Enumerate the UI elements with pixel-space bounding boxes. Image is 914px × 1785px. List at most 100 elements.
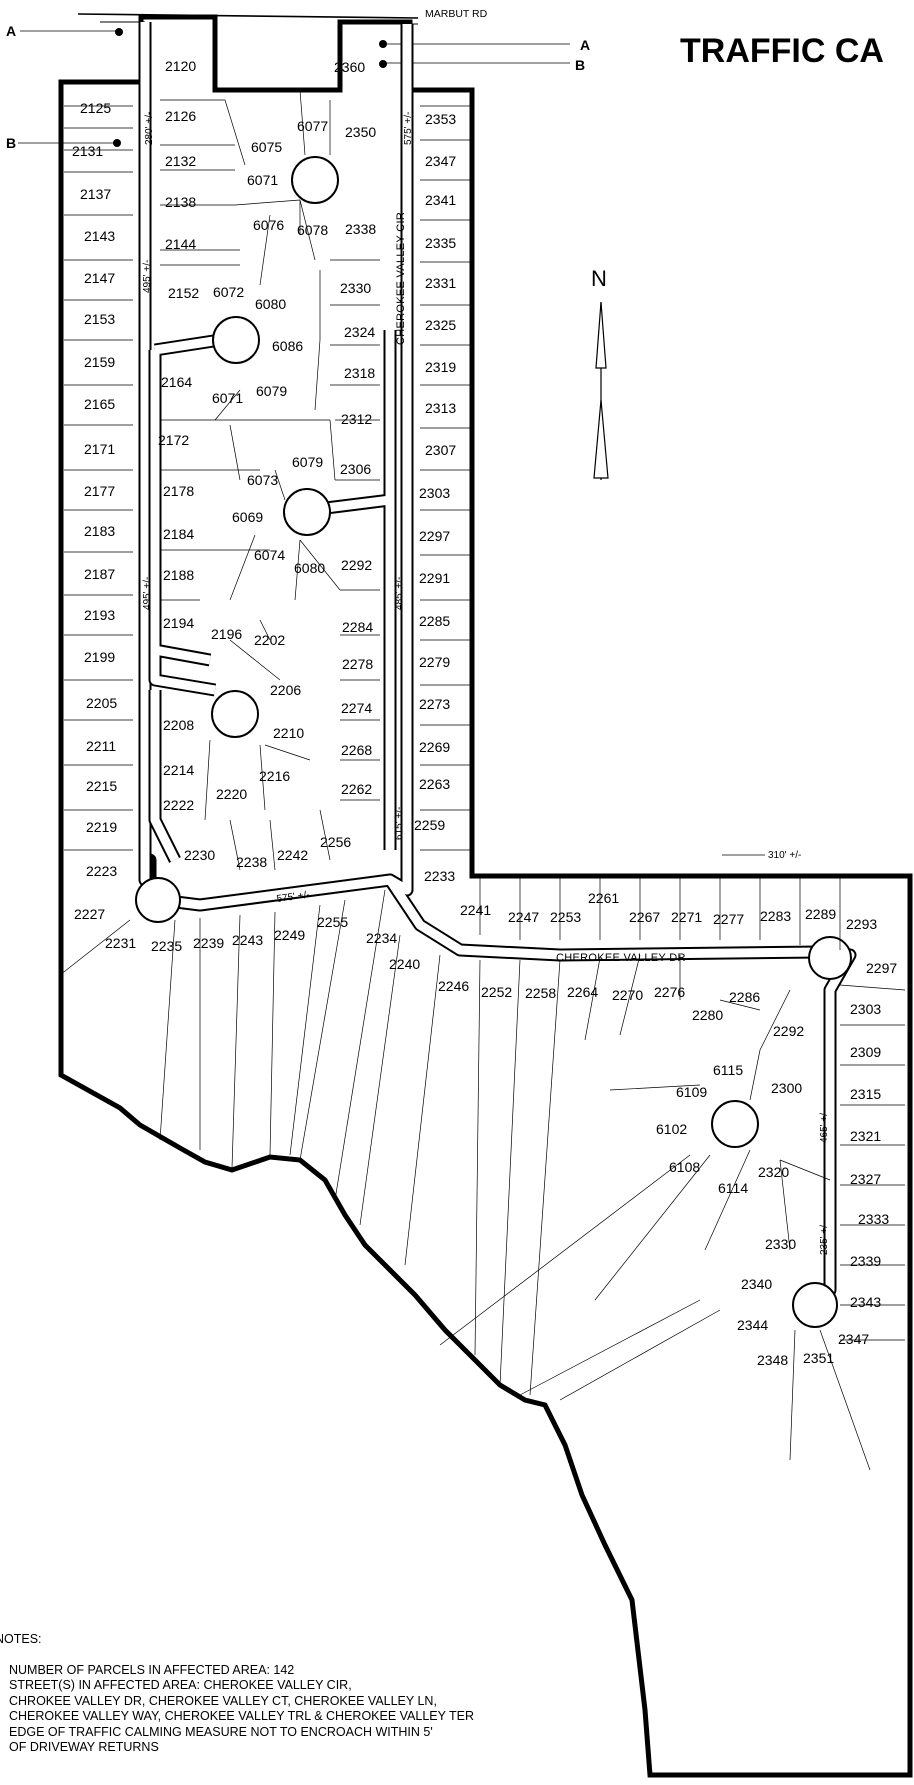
lot-number: 2183 [84, 523, 115, 539]
lot-labels-inner-east: 2360 2350 2338 2330 2324 2318 2312 2306 … [334, 59, 376, 797]
lot-number: 2277 [713, 911, 744, 927]
lot-number: 2164 [161, 374, 192, 390]
dimension-310: 310' +/- [768, 850, 801, 861]
lot-number: 2259 [414, 817, 445, 833]
note-line: STREET(S) IN AFFECTED AREA: CHEROKEE VAL… [9, 1678, 352, 1692]
lot-number: 2205 [86, 695, 117, 711]
note-line: CHEROKEE VALLEY WAY, CHEROKEE VALLEY TRL… [9, 1709, 474, 1723]
cul-de-sac-2344 [792, 1282, 838, 1328]
loop-road-inner [150, 330, 395, 863]
lot-number: 2238 [236, 854, 267, 870]
lot-number: 2268 [341, 742, 372, 758]
lot-number: 2292 [773, 1023, 804, 1039]
lot-number: 6078 [297, 222, 328, 238]
section-markers [18, 30, 570, 144]
notes-block: NOTES: NUMBER OF PARCELS IN AFFECTED ARE… [0, 1632, 640, 1756]
lot-number: 2303 [850, 1001, 881, 1017]
lot-number: 2137 [80, 186, 111, 202]
lot-number: 2280 [692, 1007, 723, 1023]
dimension-575-north: 575' +/- [403, 112, 414, 145]
note-line: NUMBER OF PARCELS IN AFFECTED AREA: 142 [9, 1662, 295, 1677]
lot-number: 2222 [163, 797, 194, 813]
lot-number: 6086 [272, 338, 303, 354]
cul-de-sac-2231 [135, 877, 181, 923]
lot-number: 2347 [838, 1331, 869, 1347]
lot-number: 2344 [737, 1317, 768, 1333]
lot-number: 2271 [671, 909, 702, 925]
north-arrow-head-lower [593, 399, 609, 479]
street-label-cherokee-valley-cir: CHEROKEE VALLEY CIR [395, 212, 407, 345]
lot-number: 6069 [232, 509, 263, 525]
cul-de-sac-6069 [283, 488, 331, 536]
lot-labels-north-row: 2241 2247 2253 2261 2267 2271 2277 2283 … [460, 890, 897, 1347]
lot-number: 2263 [419, 776, 450, 792]
lot-number: 2276 [654, 984, 685, 1000]
lot-number: 2339 [850, 1253, 881, 1269]
lot-labels-cul-de-sac: 6077 6075 6071 6076 6078 6072 6080 6086 … [212, 118, 328, 576]
lot-number: 2291 [419, 570, 450, 586]
lot-number: 6079 [256, 383, 287, 399]
lot-number: 2219 [86, 819, 117, 835]
lot-number: 2188 [163, 567, 194, 583]
note-line: CHROKEE VALLEY DR, CHEROKEE VALLEY CT, C… [9, 1693, 437, 1708]
affected-area-boundary [58, 14, 913, 1778]
lot-number: 2313 [425, 400, 456, 416]
dimension-495-upper: 495' +/- [142, 260, 153, 293]
lot-number: 2211 [86, 738, 116, 754]
lot-number: 2210 [273, 725, 304, 741]
lot-number: 6071 [247, 172, 278, 188]
lot-number: 2269 [419, 739, 450, 755]
lot-number: 2297 [419, 528, 450, 544]
lot-number: 2297 [866, 960, 897, 976]
lot-number: 6080 [255, 296, 286, 312]
cul-de-sac-6102 [711, 1100, 759, 1148]
lot-number: 6072 [213, 284, 244, 300]
lot-number: 6102 [656, 1121, 687, 1137]
lot-number: 2247 [508, 909, 539, 925]
lot-number: 2227 [74, 906, 105, 922]
cul-de-sac-6086 [212, 316, 260, 364]
road-label-marbut: MARBUT RD [425, 8, 488, 20]
lot-number: 2125 [80, 100, 111, 116]
lot-labels-inner-west: 2120 2126 2132 2138 2144 2152 2164 2172 … [158, 58, 351, 870]
lot-number: 2143 [84, 228, 115, 244]
lot-number: 2330 [765, 1236, 796, 1252]
lot-number: 2306 [340, 461, 371, 477]
cul-de-sacs [135, 156, 852, 1328]
lot-number: 2270 [612, 987, 643, 1003]
lot-labels-south: 2231 2235 2239 2243 2249 2255 2234 2240 … [105, 914, 834, 1368]
dimension-280: 280' +/- [144, 112, 155, 145]
lot-number: 2335 [425, 235, 456, 251]
lot-number: 2312 [341, 411, 372, 427]
notes-header: NOTES: [0, 1632, 42, 1646]
lot-number: 2300 [771, 1080, 802, 1096]
lot-number: 6074 [254, 547, 285, 563]
lot-number: 2241 [460, 902, 491, 918]
lot-number: 2206 [270, 682, 301, 698]
dimension-575-south: 575' +/- [276, 889, 311, 905]
lot-number: 2120 [165, 58, 196, 74]
lot-number: 2264 [567, 984, 598, 1000]
lot-number: 2360 [334, 59, 365, 75]
lot-number: 2252 [481, 984, 512, 1000]
lot-number: 2177 [84, 483, 115, 499]
lot-number: 2138 [165, 194, 196, 210]
lot-number: 2338 [345, 221, 376, 237]
lot-number: 2324 [344, 324, 375, 340]
lot-number: 2233 [424, 868, 455, 884]
lot-lines [59, 89, 906, 1471]
lot-number: 2274 [341, 700, 372, 716]
lot-number: 2351 [803, 1350, 834, 1366]
lot-number: 2292 [341, 557, 372, 573]
cul-de-sac-2208 [211, 690, 259, 738]
lot-number: 6075 [251, 139, 282, 155]
lot-number: 2235 [151, 938, 182, 954]
lot-number: 2278 [342, 656, 373, 672]
lot-number: 2214 [163, 762, 194, 778]
dimension-485: 485' +/- [394, 577, 405, 610]
lot-number: 2258 [525, 985, 556, 1001]
lot-number: 2319 [425, 359, 456, 375]
lot-number: 2131 [72, 143, 103, 159]
lot-number: 6108 [669, 1159, 700, 1175]
lot-number: 2348 [757, 1352, 788, 1368]
